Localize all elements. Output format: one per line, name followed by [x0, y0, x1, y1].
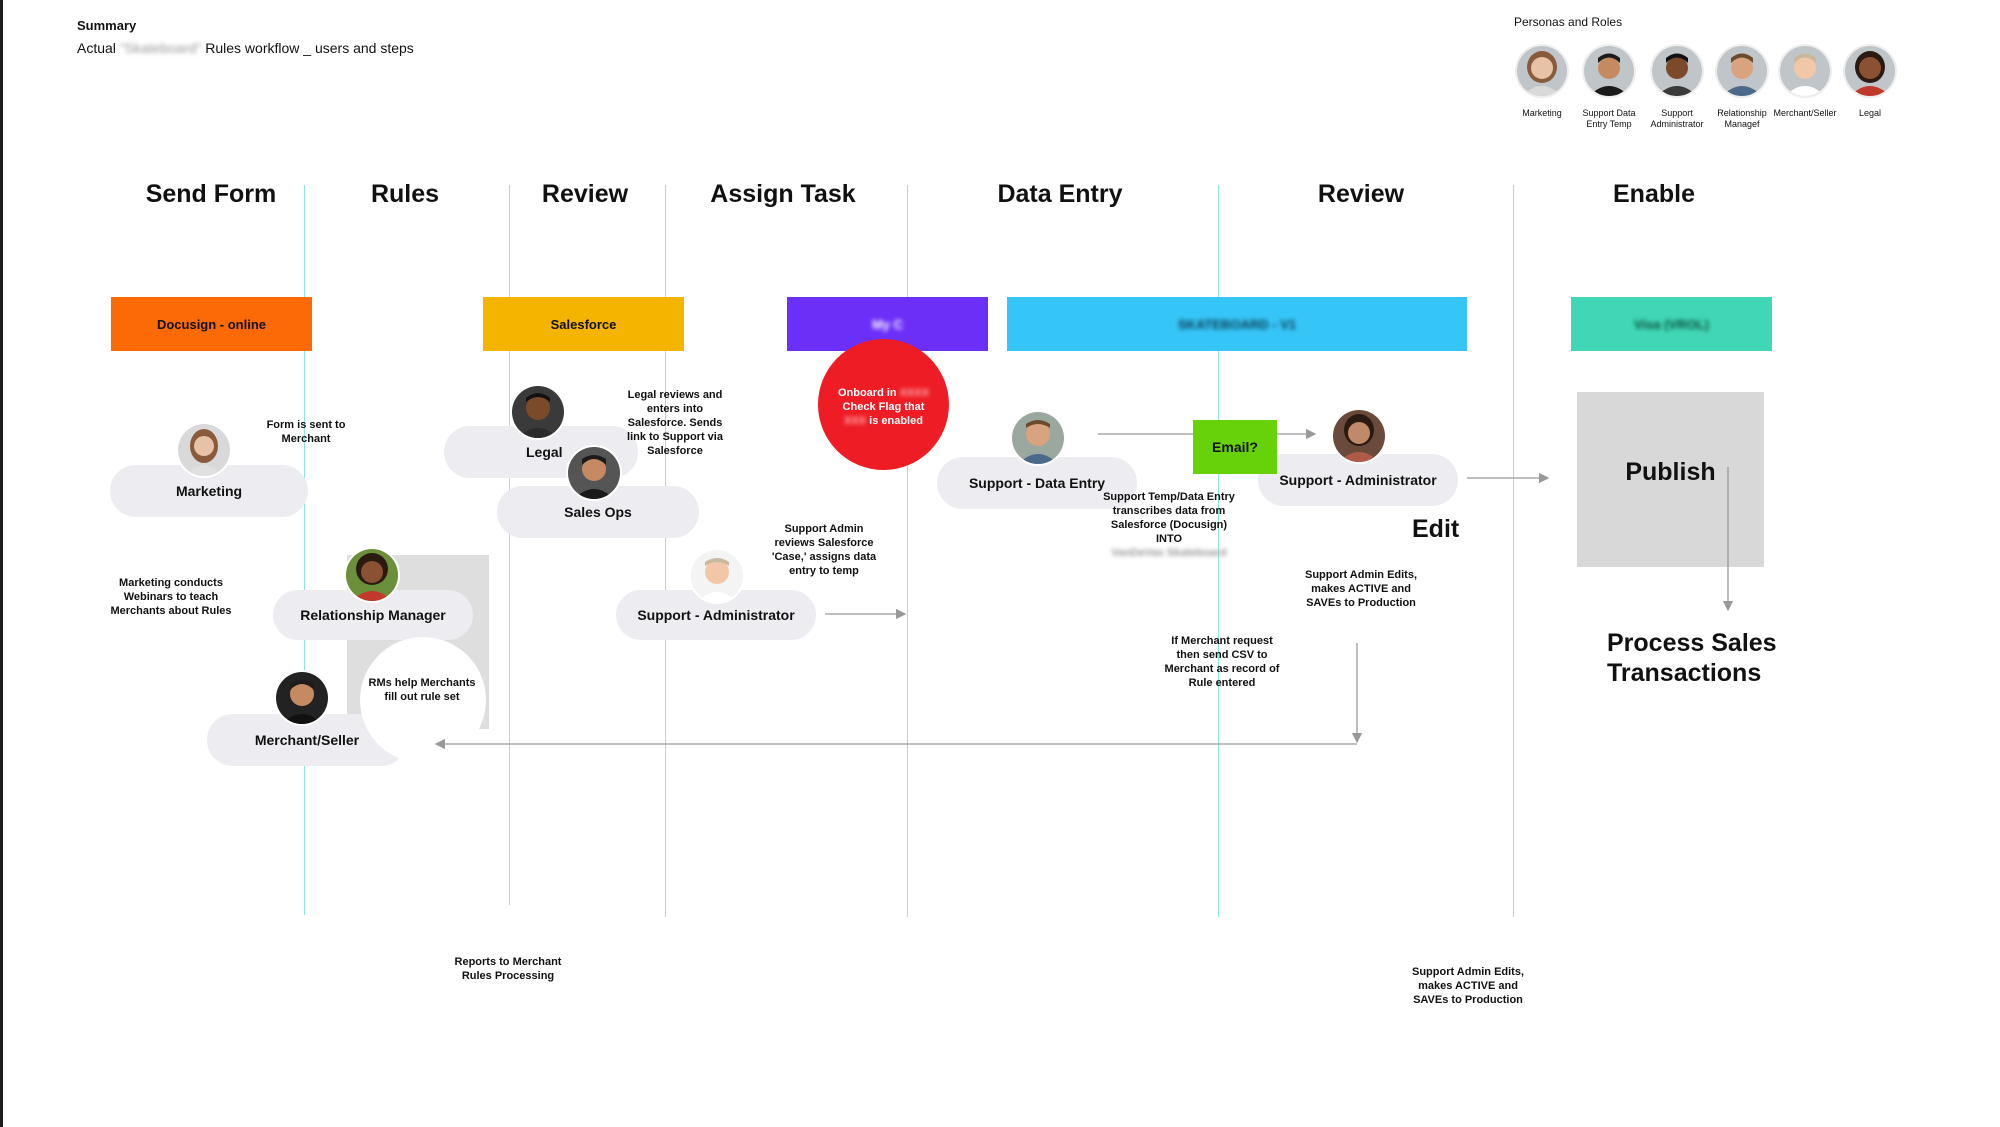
note-support-admin-reviews: Support Admin reviews Salesforce 'Case,'…	[771, 523, 877, 577]
note-form-sent: Form is sent to Merchant	[266, 419, 346, 445]
stage-rules: Rules	[370, 180, 440, 208]
summary-title: Summary	[77, 18, 137, 33]
actor-support-administrator-review-label: Support - Administrator	[1279, 472, 1437, 488]
summary-subtitle: Actual "Skateboard" Rules workflow _ use…	[77, 40, 414, 56]
stage-data-entry: Data Entry	[997, 180, 1123, 208]
note-rms-help: RMs help Merchants fill out rule set	[368, 677, 476, 703]
persona-avatar-1	[1582, 44, 1636, 98]
tool-myc-label: My C	[871, 316, 904, 332]
actor-merchant-seller-label: Merchant/Seller	[254, 732, 360, 748]
onboard-text-post: is enabled	[869, 415, 923, 427]
stage-review: Review	[541, 180, 629, 208]
tool-visa-label: Visa (VROL)	[1634, 316, 1709, 332]
email-decision-box: Email?	[1193, 420, 1277, 474]
edit-label: Edit	[1412, 515, 1460, 543]
stage-assign-task: Assign Task	[710, 180, 856, 208]
personas-title: Personas and Roles	[1514, 15, 1623, 29]
process-sales-label: Process Sales Transactions	[1607, 629, 1777, 687]
email-label: Email?	[1212, 439, 1258, 455]
stage-enable: Enable	[1613, 180, 1695, 208]
lane-divider	[509, 185, 510, 905]
avatar-marketing	[176, 422, 232, 478]
persona-avatar-3	[1715, 44, 1769, 98]
note-webinars: Marketing conducts Webinars to teach Mer…	[110, 577, 232, 617]
onboard-text-pre: Onboard in	[837, 387, 897, 399]
actor-support-data-entry-label: Support - Data Entry	[968, 475, 1106, 491]
lane-divider	[907, 185, 908, 917]
persona-label: Relationship Managef	[1717, 108, 1767, 129]
lane-divider	[665, 185, 666, 917]
note-temp-transcribes-text: Support Temp/Data Entry transcribes data…	[1103, 491, 1235, 545]
stage-send-form: Send Form	[145, 180, 277, 208]
tool-salesforce: Salesforce	[483, 297, 684, 351]
persona-avatar-2	[1650, 44, 1704, 98]
persona-label: Marketing	[1522, 108, 1562, 118]
note-csv: If Merchant request then send CSV to Mer…	[1164, 635, 1280, 689]
actor-support-administrator-label: Support - Administrator	[637, 607, 795, 623]
rms-help-circle	[360, 637, 486, 763]
note-onboard: Onboard in XXXX Check Flag that XXX is e…	[823, 386, 944, 428]
note-temp-redacted: VanDeVax Skateboard	[1111, 547, 1227, 559]
avatar-support-administrator	[689, 548, 745, 604]
avatar-support-data-entry	[1010, 410, 1066, 466]
onboard-circle	[818, 339, 949, 470]
tool-docusign-label: Docusign - online	[156, 316, 267, 332]
note-legal-reviews: Legal reviews and enters into Salesforce…	[627, 389, 723, 457]
lane-divider	[304, 185, 305, 915]
stage-review-2: Review	[1317, 180, 1405, 208]
note-admin-edits: Support Admin Edits, makes ACTIVE and SA…	[1304, 569, 1418, 609]
summary-subtitle-pre: Actual	[77, 40, 116, 56]
lane-divider	[1218, 185, 1219, 917]
persona-label: Support Administrator	[1650, 108, 1704, 129]
avatar-sales-ops	[566, 445, 622, 501]
persona-label: Support Data Entry Temp	[1582, 108, 1636, 129]
tool-skateboard: SKATEBOARD - V1	[1007, 297, 1467, 351]
persona-avatar-5	[1843, 44, 1897, 98]
actor-sales-ops-label: Sales Ops	[564, 504, 632, 520]
onboard-text-redacted-2: XXX	[844, 415, 867, 427]
persona-label: Legal	[1858, 108, 1882, 118]
summary-subtitle-redacted: "Skateboard"	[119, 40, 202, 56]
avatar-merchant-seller	[274, 670, 330, 726]
publish-label: Publish	[1625, 458, 1716, 486]
persona-avatar-0	[1515, 44, 1569, 98]
left-edge-bar	[0, 0, 3, 1127]
actor-marketing-label: Marketing	[175, 483, 243, 499]
publish-box	[1577, 392, 1764, 567]
lane-divider	[1513, 185, 1514, 917]
avatar-support-administrator-review	[1331, 408, 1387, 464]
tool-visa: Visa (VROL)	[1571, 297, 1772, 351]
onboard-text-redacted: XXXX	[899, 387, 930, 399]
persona-label: Merchant/Seller	[1773, 108, 1837, 118]
avatar-relationship-manager	[344, 547, 400, 603]
note-admin-edits-bottom: Support Admin Edits, makes ACTIVE and SA…	[1411, 966, 1525, 1006]
note-temp-transcribes: Support Temp/Data Entry transcribes data…	[1100, 490, 1238, 560]
avatar-legal	[510, 384, 566, 440]
note-reports: Reports to Merchant Rules Processing	[454, 956, 562, 982]
onboard-text-mid: Check Flag that	[842, 401, 925, 413]
actor-legal-label: Legal	[526, 444, 563, 460]
tool-skateboard-label: SKATEBOARD - V1	[1177, 316, 1297, 332]
tool-salesforce-label: Salesforce	[550, 316, 617, 332]
actor-relationship-manager-label: Relationship Manager	[300, 607, 446, 623]
persona-avatar-4	[1778, 44, 1832, 98]
summary-subtitle-post: Rules workflow _ users and steps	[205, 40, 414, 56]
tool-docusign: Docusign - online	[111, 297, 312, 351]
